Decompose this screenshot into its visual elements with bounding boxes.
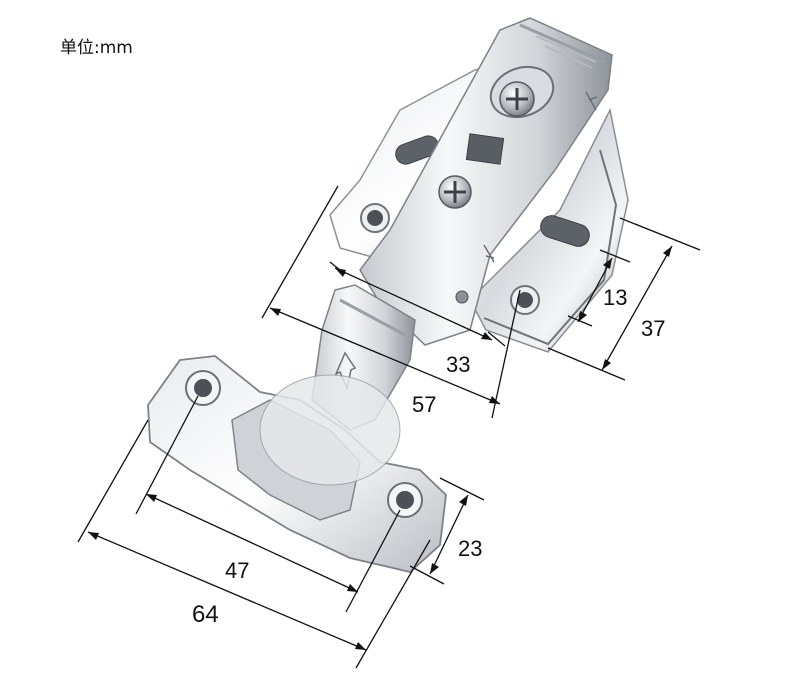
dimension-33: 33	[446, 352, 470, 377]
dimension-arrowheads	[88, 246, 672, 650]
unit-label: 单位:mm	[60, 38, 133, 58]
mounting-plate	[469, 107, 629, 353]
plate-slot-hole	[540, 215, 590, 247]
arm-square-window	[465, 133, 505, 165]
dimension-lines	[77, 185, 701, 669]
dimension-47: 47	[225, 558, 249, 583]
dimension-37: 37	[641, 316, 665, 341]
arrow-mark-icon	[585, 91, 598, 111]
dimension-64: 64	[192, 601, 219, 628]
base-plate	[147, 355, 447, 573]
dimension-23: 23	[458, 536, 482, 561]
dimension-57: 57	[412, 392, 436, 417]
dimension-13: 13	[603, 285, 627, 310]
arrow-mark-icon	[483, 244, 495, 263]
hinge-arm	[359, 17, 613, 346]
